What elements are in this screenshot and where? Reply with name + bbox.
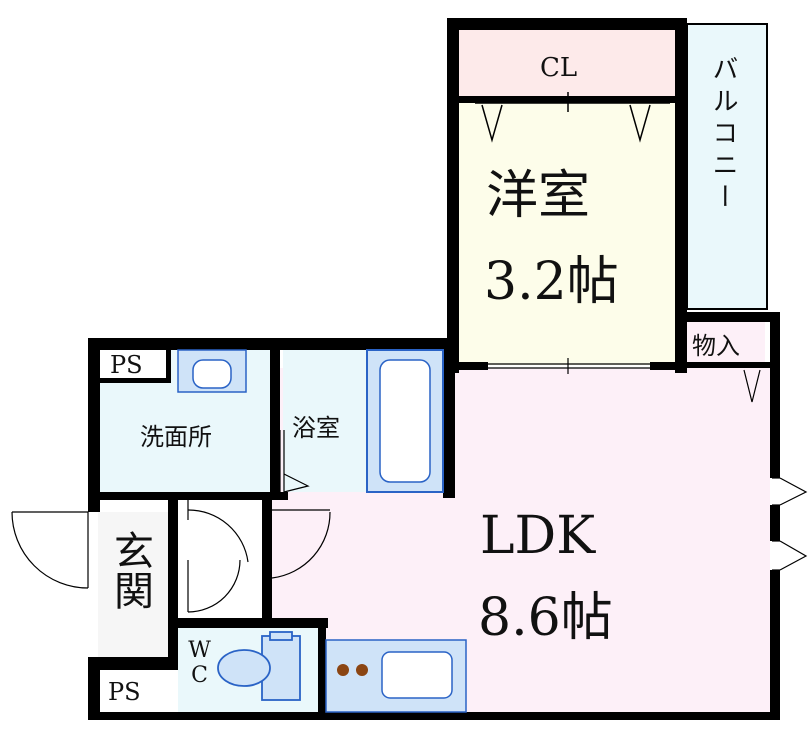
entrance-door [11,511,177,612]
pipe-space-bottom-label: PS [108,678,141,706]
ldk-windows [772,477,808,571]
washroom-label: 洗面所 [140,423,212,451]
balcony-area [686,23,768,310]
walls [88,18,780,720]
balcony-label: バルコニー [708,55,738,215]
bathroom-door [279,430,310,493]
pipe-space-top-area [98,350,170,382]
western-room-door [488,358,650,374]
pipe-space-bottom-area [98,670,168,712]
closet-label: CL [540,53,578,83]
kitchen-counter [325,639,467,713]
wash-basin [177,349,247,393]
balcony-window [678,120,684,300]
closet-doors [475,92,670,143]
western-room-area [457,103,682,365]
washroom-doors [187,500,249,613]
western-room-size: 3.2帖 [484,252,619,312]
toilet-label: WC [187,638,212,688]
entrance-label: 玄関 [107,530,153,610]
storage-door [743,369,761,403]
entrance-area [98,512,168,657]
bathtub [366,349,444,493]
toilet-fixture [217,631,301,701]
storage-label: 物入 [692,332,740,360]
western-room-name: 洋室 [486,166,591,226]
pipe-space-top-label: PS [110,351,143,379]
bathroom-label: 浴室 [292,414,340,442]
hall-door [271,509,331,579]
ldk-name: LDK [480,506,596,566]
ldk-size: 8.6帖 [478,588,613,648]
closet-area [457,30,675,98]
storage-area [685,322,765,364]
